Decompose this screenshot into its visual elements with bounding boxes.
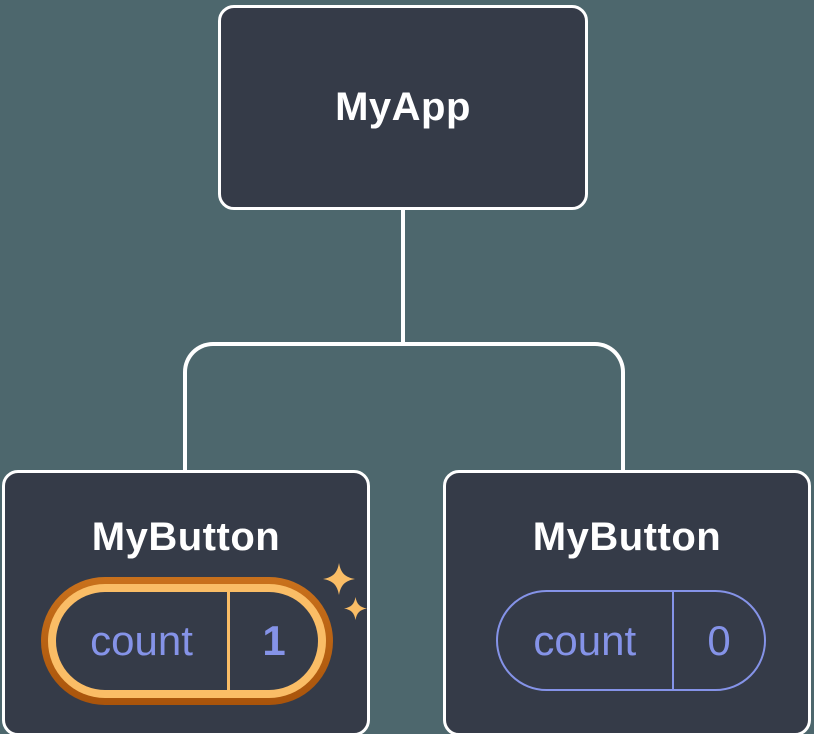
state-key-label: count: [90, 617, 193, 664]
state-value: 1: [262, 617, 286, 664]
node-mybutton-left-label: MyButton: [91, 515, 281, 559]
connector-branch: [183, 342, 625, 474]
node-mybutton-right-label: MyButton: [532, 515, 722, 559]
node-myapp-label: MyApp: [335, 85, 471, 129]
connector-stem: [401, 209, 405, 345]
pill-divider: [227, 592, 230, 690]
state-value: 0: [707, 616, 731, 664]
node-mybutton-left: MyButton count 1: [2, 470, 370, 734]
pill-divider: [671, 592, 674, 689]
state-pill: count 0: [496, 590, 766, 691]
node-mybutton-right: MyButton count 0: [443, 470, 811, 734]
state-pill-highlight-ring: count 1: [48, 584, 326, 698]
node-myapp: MyApp: [218, 5, 588, 210]
sparkle-icon: [323, 563, 355, 595]
state-key-label: count: [533, 616, 637, 664]
state-pill-highlighted: count 1: [41, 577, 333, 705]
state-pill-body: count 1: [56, 592, 318, 690]
sparkle-icon: [344, 597, 367, 620]
